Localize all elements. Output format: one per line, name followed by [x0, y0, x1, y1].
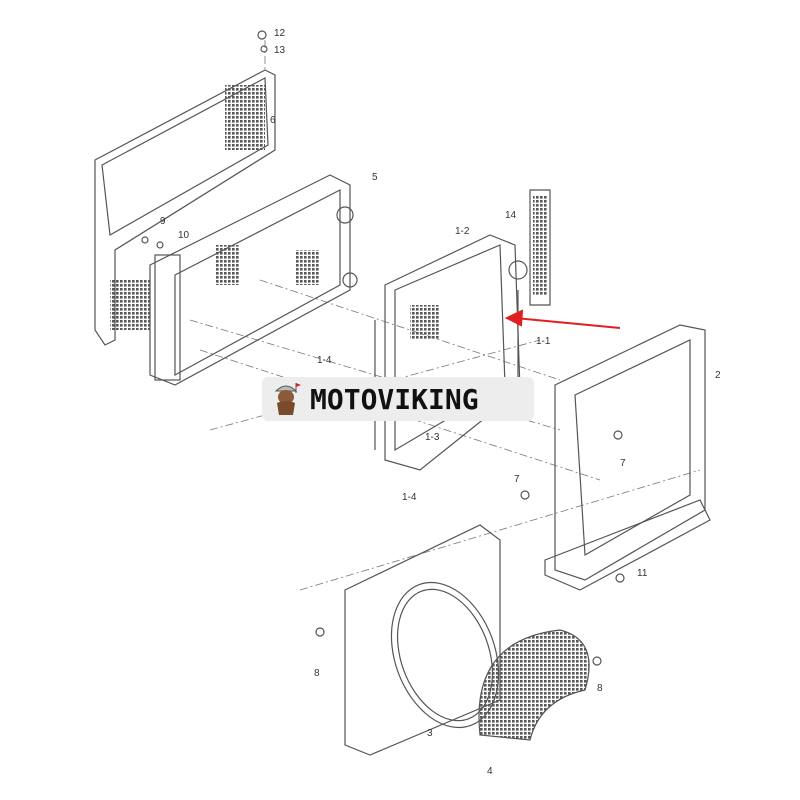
part-14-panel	[529, 189, 551, 306]
label-part-1-1: 1-1	[536, 336, 551, 347]
label-part-13: 13	[274, 45, 286, 56]
label-part-7-right: 7	[620, 458, 626, 469]
part-4-fan-guard	[478, 629, 590, 741]
label-part-1-3: 1-3	[425, 432, 440, 443]
part-2-shroud	[554, 324, 706, 581]
viking-mascot-icon	[274, 383, 301, 415]
motoviking-logo: MOTOVIKING	[262, 377, 534, 421]
bolts	[141, 30, 625, 666]
label-part-9: 9	[160, 216, 166, 227]
label-part-2: 2	[715, 370, 721, 381]
part-6-cover	[94, 69, 276, 346]
label-part-6: 6	[270, 115, 276, 126]
label-part-1-2: 1-2	[455, 226, 470, 237]
label-part-4: 4	[487, 766, 493, 777]
label-part-3: 3	[427, 728, 433, 739]
label-part-7-left: 7	[514, 474, 520, 485]
label-part-5: 5	[372, 172, 378, 183]
label-part-8-left: 8	[314, 668, 320, 679]
brand-name: MOTOVIKING	[310, 382, 479, 416]
label-part-10: 10	[178, 230, 190, 241]
label-part-1-4-lower: 1-4	[402, 492, 417, 503]
label-part-1-4-upper: 1-4	[317, 355, 332, 366]
part-5-radiator	[149, 174, 351, 386]
red-pointer-arrow	[504, 309, 621, 329]
part-1-core	[384, 234, 521, 471]
label-part-12: 12	[274, 28, 286, 39]
label-part-14: 14	[505, 210, 517, 221]
label-part-8-right: 8	[597, 683, 603, 694]
label-part-11: 11	[637, 568, 648, 579]
part-3-fan-shroud	[344, 524, 501, 756]
